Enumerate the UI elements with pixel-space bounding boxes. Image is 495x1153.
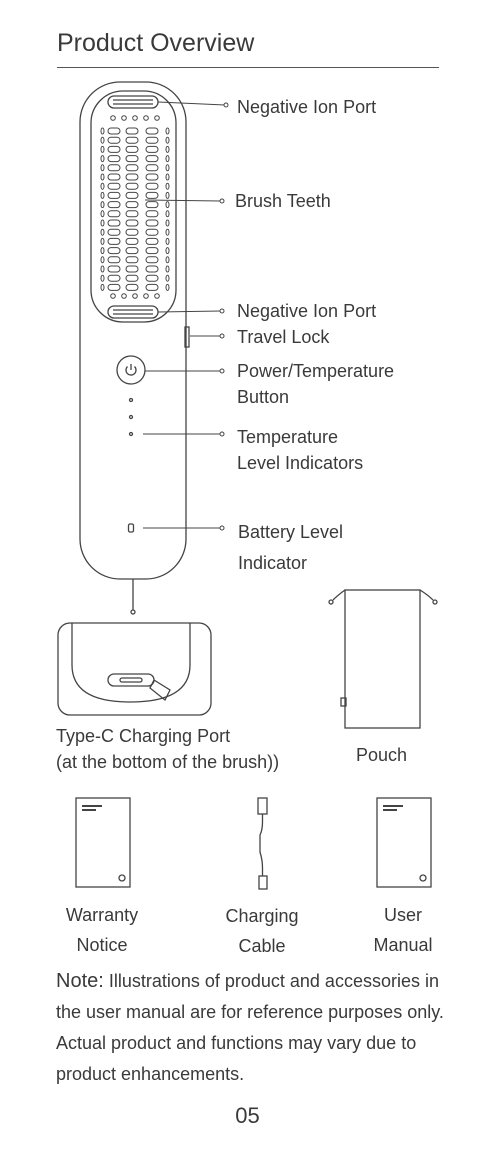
travel-lock-switch [184,326,190,348]
label-temp-indicators-line1: Temperature [237,427,339,447]
warranty-notice-illustration [75,797,131,888]
temp-indicator-dot [128,414,134,420]
brush-teeth [100,115,170,299]
label-ion-port-bottom: Negative Ion Port [237,301,377,321]
caption-charging-port-line2: (at the bottom of the brush)) [56,752,280,772]
charging-cable-illustration [257,797,268,890]
caption-manual-line2: Manual [373,935,433,955]
brush-head [90,90,177,323]
label-battery-line2: Indicator [238,553,308,573]
title-divider [57,67,439,68]
caption-warranty-line2: Notice [76,935,128,955]
user-manual-illustration [376,797,432,888]
battery-indicator-icon [127,523,135,533]
caption-cable-line1: Charging [225,906,299,926]
caption-cable-line2: Cable [238,936,286,956]
caption-charging-port-line1: Type-C Charging Port [56,726,231,746]
label-temp-indicators-line2: Level Indicators [237,453,364,473]
label-travel-lock: Travel Lock [237,327,330,347]
page-number: 05 [235,1103,260,1128]
brush-body [79,81,187,580]
ion-port-bottom-vent [107,305,159,319]
pouch-illustration [328,589,438,729]
caption-pouch: Pouch [356,745,408,765]
caption-warranty-line1: Warranty [65,905,139,925]
power-button-icon [116,355,146,385]
label-power-button-line2: Button [237,387,290,407]
page-title: Product Overview [57,29,255,57]
ion-port-top-vent [107,95,159,109]
note-label: Note: [56,970,104,992]
caption-manual-line1: User [383,905,422,925]
note-text: Illustrations of product and accessories… [56,971,444,1084]
label-brush-teeth: Brush Teeth [235,191,331,211]
charging-port-detail [57,622,212,716]
note-paragraph: Note: Illustrations of product and acces… [56,966,456,1090]
label-ion-port-top: Negative Ion Port [237,97,377,117]
temp-indicator-dot [128,431,134,437]
label-power-button-line1: Power/Temperature [237,361,395,381]
label-battery-line1: Battery Level [238,522,344,542]
temp-indicator-dot [128,397,134,403]
